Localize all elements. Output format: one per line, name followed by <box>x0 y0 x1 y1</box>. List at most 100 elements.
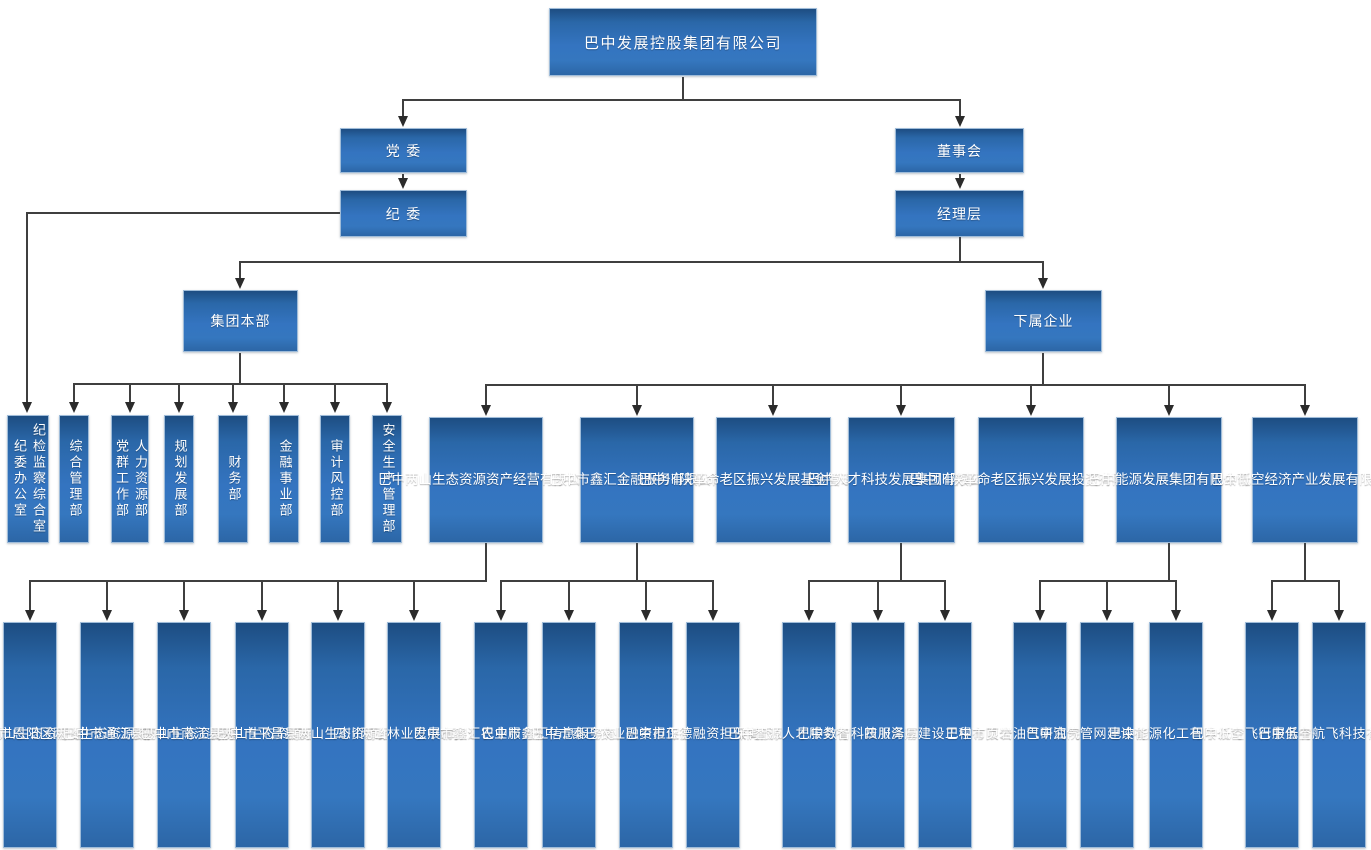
org-node-label: 公司 <box>1216 727 1244 742</box>
connector-arrowhead <box>102 610 112 621</box>
org-node-label: 科技 <box>850 727 878 742</box>
connector-arrowhead <box>496 610 506 621</box>
org-node-label: 人才 <box>781 727 809 742</box>
org-node-label: 业服 <box>494 727 522 742</box>
org-node-sub-pingchang: 巴中市平昌县两山生态资源经营有限公司 <box>216 622 459 848</box>
org-node-label: 生态 <box>248 727 276 742</box>
org-node-label: 资源 <box>275 727 303 742</box>
org-node-label: 有限 <box>972 727 1000 742</box>
org-node-board: 董事会 <box>895 128 1024 173</box>
org-node-label: 公司 <box>1223 472 1250 488</box>
org-node-label: 命老区振兴 <box>977 472 1045 488</box>
org-node-label: 航飞 <box>1311 727 1339 742</box>
org-node-label: 巴中 <box>1190 727 1218 742</box>
connector-arrowhead <box>1026 405 1036 416</box>
org-node-sub-zhiyuan-talent: 巴中智源人才服务有限公司 <box>728 622 890 848</box>
org-node-label: 党 委 <box>385 143 422 160</box>
org-node-label: 技发展集团 <box>874 472 943 488</box>
org-node-label: 岩油 <box>999 727 1027 742</box>
org-node-label: 生态 <box>16 727 44 742</box>
org-node-label: 巴中低空经 <box>1210 472 1279 488</box>
org-node-label: 党群工作部 <box>113 439 128 519</box>
org-node-label: 究院 <box>1053 727 1081 742</box>
org-node-label: 巴中 <box>945 727 973 742</box>
org-node-label: 有限 <box>1366 725 1371 745</box>
org-node-label: 管网 <box>1079 727 1107 742</box>
connector-arrowhead <box>641 610 651 621</box>
org-node-label: 生态 <box>170 727 198 742</box>
connector-arrowhead <box>708 610 718 621</box>
org-node-label: 江县 <box>116 727 144 742</box>
org-node-label: 息服 <box>562 727 590 742</box>
org-node-label: 林业 <box>386 727 414 742</box>
org-node-label: 低空 <box>1284 727 1312 742</box>
org-node-label: 化工 <box>1162 727 1190 742</box>
connector-arrowhead <box>481 405 491 416</box>
org-node-party-committee: 党 委 <box>340 128 467 173</box>
org-node-label: 金融服务 <box>616 472 671 488</box>
org-node-label: 巴中发展控股集团有限公司 <box>583 33 782 52</box>
connector-arrowhead <box>632 405 642 416</box>
org-node-sub-bazhou: 巴中市巴州区两山生态资源经营有限公司 <box>0 622 151 848</box>
org-node-label: 汇信 <box>535 727 563 742</box>
org-node-label: 巴中 <box>727 727 755 742</box>
org-node-label: 德融 <box>679 727 707 742</box>
connector-arrowhead <box>22 402 32 413</box>
org-node-label: 巴中 <box>531 727 559 742</box>
org-node-label: 司 <box>747 727 761 742</box>
connector-arrowhead <box>174 402 184 413</box>
org-node-sub-zehou-construction: 四川泽厚建设工程有限公司 <box>864 622 1026 848</box>
org-node-label: 两山 <box>221 727 249 742</box>
org-node-label: 规划发展部 <box>171 439 187 519</box>
org-node-label: 市页 <box>972 727 1000 742</box>
org-node-label: 安全生产管理部 <box>379 423 395 535</box>
org-node-label: 建设 <box>917 727 945 742</box>
org-node-label: 巴农 <box>585 727 613 742</box>
connector-arrowhead <box>228 402 238 413</box>
connector-arrowhead <box>1038 278 1048 289</box>
org-node-label: 资产 <box>134 727 162 742</box>
org-node-label: 工程 <box>945 727 973 742</box>
org-node-label: 两山 <box>359 727 387 742</box>
connector-arrowhead <box>257 610 267 621</box>
connector-arrowhead <box>235 278 245 289</box>
org-node-co-xinhui-finance: 巴中市鑫汇金融服务有限公司 <box>549 417 725 543</box>
vertical-text: 人力资源部党群工作部 <box>111 439 149 519</box>
org-node-sub-energy-chem: 巴中能源化工有限公司 <box>1108 622 1243 848</box>
connector-arrowhead <box>125 402 135 413</box>
org-node-label: 限公 <box>760 727 788 742</box>
org-node-label: 巴中 <box>1025 727 1053 742</box>
org-node-label: 生态 <box>324 727 352 742</box>
org-node-label: 保有 <box>733 727 761 742</box>
org-node-label: 油气 <box>1052 727 1080 742</box>
connector-arrowhead <box>398 116 408 127</box>
org-node-dept-audit-risk: 审计风控部 <box>320 415 350 543</box>
org-node-label: 公司 <box>215 727 243 742</box>
org-node-label: 务有 <box>521 727 549 742</box>
org-node-label: 集团本部 <box>210 314 271 330</box>
connector-arrowhead <box>409 610 419 621</box>
connector-arrowhead <box>873 610 883 621</box>
org-node-management: 经理层 <box>895 190 1024 237</box>
org-node-co-liangshan: 巴中两山生态资源资产经营有限公司 <box>378 417 594 543</box>
org-node-label: 资源 <box>43 727 71 742</box>
connector-arrowhead <box>896 405 906 416</box>
connector-arrowhead <box>25 610 35 621</box>
org-node-dept-general-admin: 综合管理部 <box>59 415 89 543</box>
vertical-text: 纪检监察综合室纪委办公室 <box>9 423 47 535</box>
org-node-label: 巴中 <box>625 727 653 742</box>
org-node-dept-discipline-office: 纪检监察综合室纪委办公室 <box>7 415 49 543</box>
org-node-label: 纪委办公室 <box>11 439 26 519</box>
org-node-label: 汇农 <box>467 727 495 742</box>
org-node-label: 巴中川陕革 <box>638 472 707 488</box>
org-node-label: 资源资产经营 <box>459 472 540 488</box>
org-node-label: 服务 <box>809 727 837 742</box>
org-node-label: 泽厚 <box>890 727 918 742</box>
org-node-label: 资源 <box>351 727 379 742</box>
org-node-label: 综合管理部 <box>66 439 82 519</box>
org-node-label: 巴中能源发 <box>1088 472 1156 488</box>
connector-arrowhead <box>1035 610 1045 621</box>
org-node-label: 有限公司 <box>1345 472 1371 488</box>
org-node-dept-hr: 人力资源部党群工作部 <box>111 415 149 543</box>
